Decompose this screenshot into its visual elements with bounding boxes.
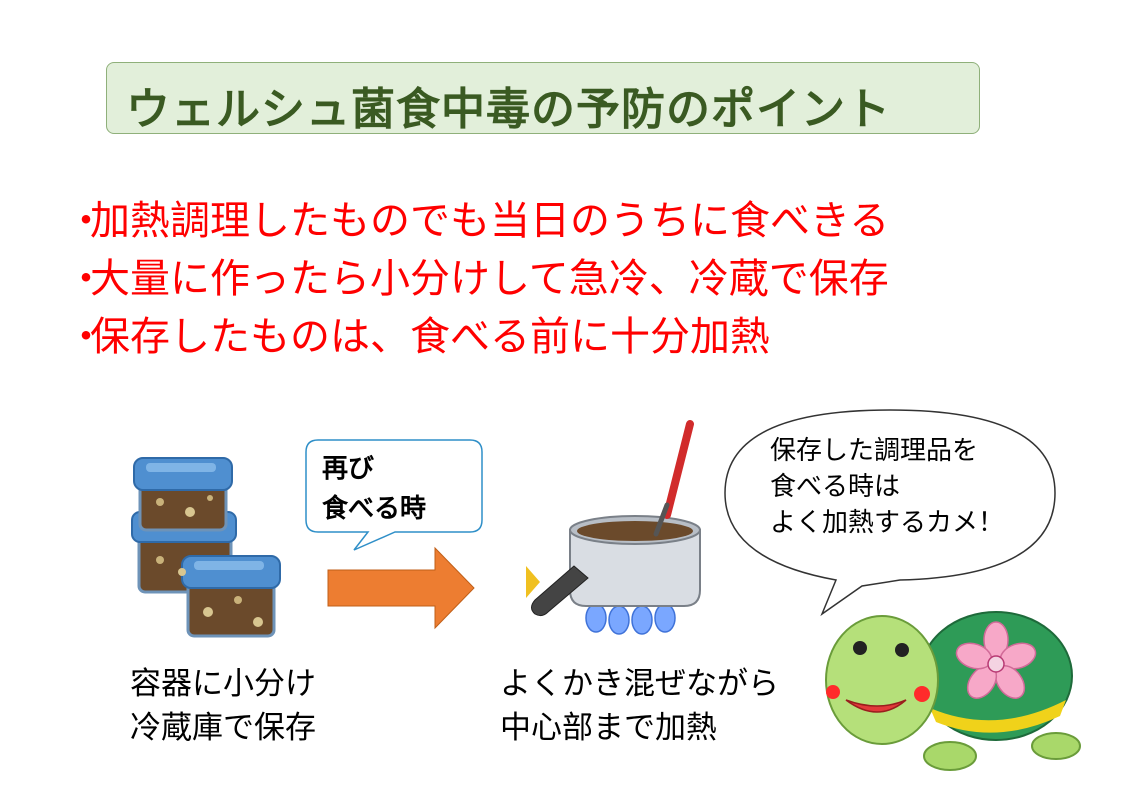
key-point: ・加熱調理したものでも当日のうちに食べきる: [66, 192, 889, 250]
key-point-text: 大量に作ったら小分けして急冷、冷蔵で保存: [90, 256, 889, 302]
caption-line: よくかき混ぜながら: [500, 666, 779, 702]
callout-box: [305, 439, 483, 551]
pot-caption: よくかき混ぜながら 中心部まで加熱: [500, 662, 779, 750]
bubble-line: 食べる時は: [770, 472, 901, 502]
bubble-line: よく加熱するカメ！: [770, 508, 1005, 538]
speech-bubble: [724, 409, 1056, 617]
caption-line: 冷蔵庫で保存: [130, 710, 316, 746]
callout-line: 食べる時: [322, 494, 427, 524]
right-arrow-icon: [327, 546, 475, 630]
title-box: [106, 62, 980, 134]
speech-bubble-text: 保存した調理品を 食べる時は よく加熱するカメ！: [770, 433, 1004, 541]
bubble-line: 保存した調理品を: [770, 436, 979, 466]
food-containers-illustration: [131, 457, 281, 638]
callout-line: 再び: [322, 454, 375, 484]
callout-text: 再び 食べる時: [322, 449, 426, 529]
key-point-text: 加熱調理したものでも当日のうちに食べきる: [90, 198, 890, 244]
key-point: ・保存したものは、食べる前に十分加熱: [66, 308, 889, 366]
caption-line: 中心部まで加熱: [500, 710, 717, 746]
containers-caption: 容器に小分け 冷蔵庫で保存: [130, 662, 316, 750]
page-title: ウェルシュ菌食中毒の予防のポイント: [126, 84, 891, 135]
turtle-mascot-illustration: [825, 611, 1081, 771]
key-points-list: ・加熱調理したものでも当日のうちに食べきる ・大量に作ったら小分けして急冷、冷蔵…: [66, 192, 889, 366]
key-point: ・大量に作ったら小分けして急冷、冷蔵で保存: [66, 250, 889, 308]
key-point-text: 保存したものは、食べる前に十分加熱: [90, 314, 770, 360]
caption-line: 容器に小分け: [130, 666, 316, 702]
cooking-pot-illustration: [526, 420, 701, 635]
